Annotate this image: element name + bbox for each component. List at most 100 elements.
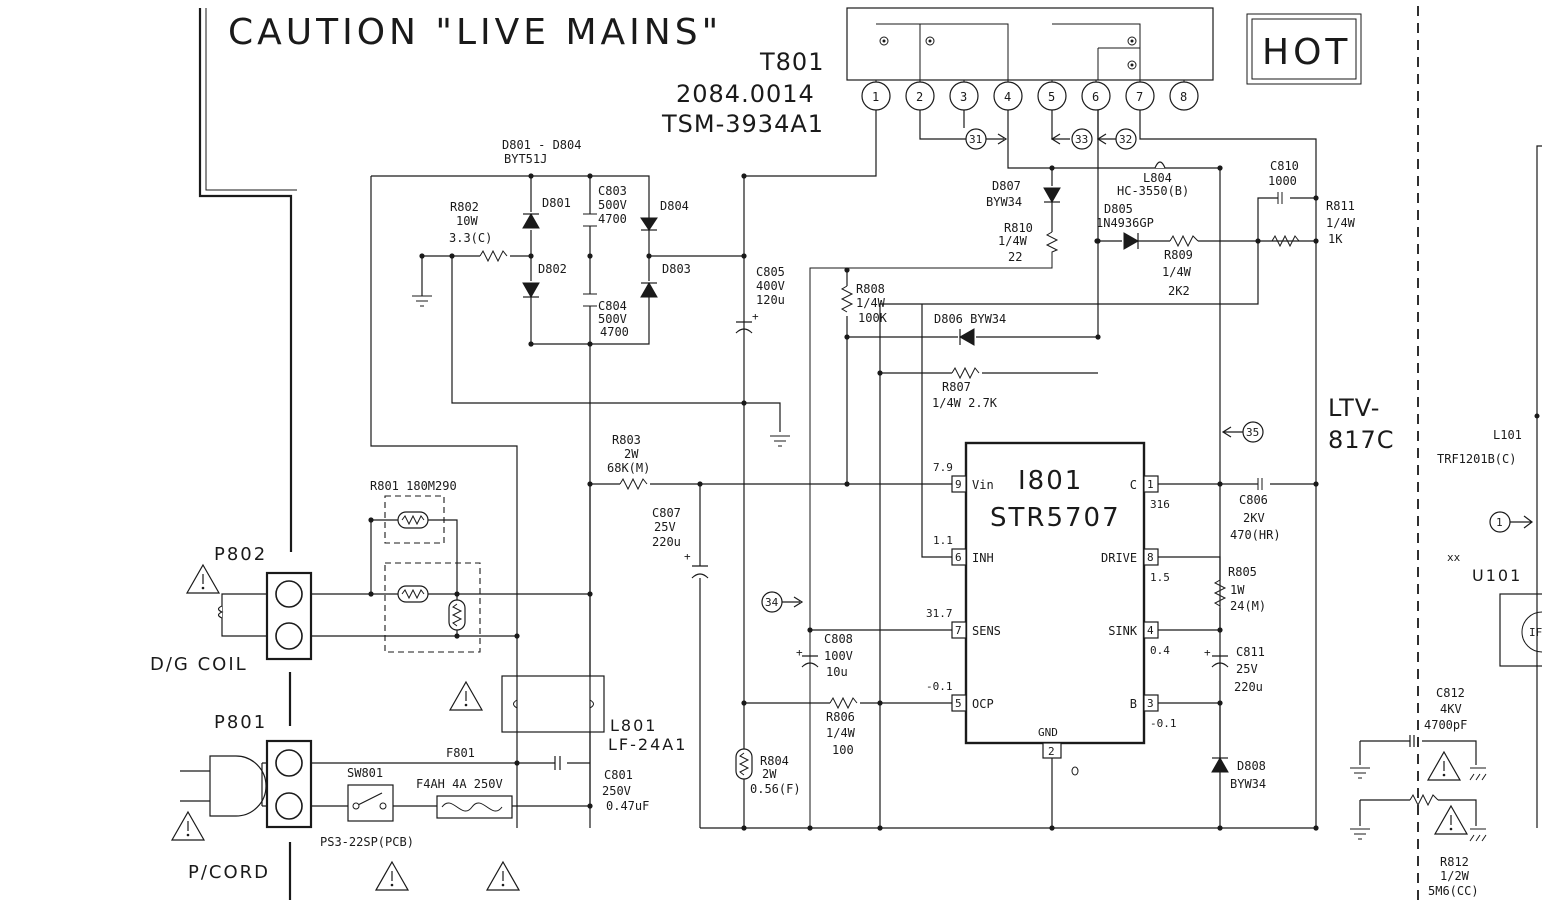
svg-text:BYW34: BYW34 (986, 195, 1022, 209)
p802-label: P802 (214, 544, 267, 565)
svg-text:35: 35 (1246, 426, 1259, 439)
svg-text:C808: C808 (824, 632, 853, 646)
chassis-line-inner (205, 8, 297, 191)
svg-text:SW801: SW801 (347, 766, 383, 780)
svg-text:10W: 10W (456, 214, 478, 228)
svg-text:5M6(CC): 5M6(CC) (1428, 884, 1479, 898)
svg-text:1/4W: 1/4W (998, 234, 1028, 248)
svg-text:R806: R806 (826, 710, 855, 724)
svg-text:316: 316 (1150, 498, 1170, 511)
svg-text:1/4W 2.7K: 1/4W 2.7K (932, 396, 998, 410)
svg-text:D805: D805 (1104, 202, 1133, 216)
svg-text:31.7: 31.7 (926, 607, 953, 620)
svg-text:xx: xx (1447, 551, 1461, 564)
t801-part: 2084.0014 (676, 80, 815, 108)
svg-text:LF-24A1: LF-24A1 (608, 735, 687, 754)
connector-p801 (265, 739, 313, 829)
svg-text:2K2: 2K2 (1168, 284, 1190, 298)
ic-pin-5 (951, 694, 967, 712)
diode-d806 (958, 328, 975, 346)
dg-coil-label: D/G COIL (150, 654, 248, 675)
svg-text:7.9: 7.9 (933, 461, 953, 474)
svg-text:C806: C806 (1239, 493, 1268, 507)
svg-text:-0.1: -0.1 (926, 680, 953, 693)
t801-model: TSM-3934A1 (661, 110, 824, 138)
svg-text:R812: R812 (1440, 855, 1469, 869)
svg-text:1.1: 1.1 (933, 534, 953, 547)
svg-text:10u: 10u (826, 665, 848, 679)
warning-triangle-icon (448, 680, 484, 711)
svg-text:F801: F801 (446, 746, 475, 760)
inductor-l801 (501, 675, 605, 733)
svg-text:4: 4 (1147, 624, 1154, 637)
svg-text:D802: D802 (538, 262, 567, 276)
svg-text:GND: GND (1038, 726, 1058, 739)
warning-triangle-icon (1433, 804, 1469, 835)
warning-triangle-icon (485, 860, 521, 891)
ic-pin-9 (951, 475, 967, 493)
warning-triangle-icon (185, 563, 221, 594)
svg-text:U101: U101 (1472, 566, 1522, 585)
svg-text:3: 3 (1147, 697, 1154, 710)
svg-text:1/4W: 1/4W (826, 726, 856, 740)
svg-text:D801: D801 (542, 196, 571, 210)
svg-text:C810: C810 (1270, 159, 1299, 173)
svg-text:R801 180M290: R801 180M290 (370, 479, 457, 493)
svg-text:1K: 1K (1328, 232, 1343, 246)
svg-text:1W: 1W (1230, 583, 1245, 597)
svg-text:C805: C805 (756, 265, 785, 279)
svg-text:SINK: SINK (1108, 624, 1138, 638)
svg-text:220u: 220u (652, 535, 681, 549)
svg-text:Vin: Vin (972, 478, 994, 492)
svg-text:500V: 500V (598, 198, 627, 212)
svg-text:+: + (684, 550, 691, 563)
svg-text:TRF1201B(C): TRF1201B(C) (1437, 452, 1516, 466)
svg-text:OCP: OCP (972, 697, 994, 711)
svg-text:D807: D807 (992, 179, 1021, 193)
svg-text:R802: R802 (450, 200, 479, 214)
warning-triangle-icon (170, 810, 206, 841)
hot-label: HOT (1262, 32, 1351, 73)
svg-text:400V: 400V (756, 279, 785, 293)
svg-text:D804: D804 (660, 199, 689, 213)
svg-text:100K: 100K (858, 311, 888, 325)
svg-text:250V: 250V (602, 784, 631, 798)
diode-d803 (640, 281, 658, 298)
svg-text:7: 7 (955, 624, 962, 637)
svg-text:4700: 4700 (600, 325, 629, 339)
svg-text:3.3(C): 3.3(C) (449, 231, 492, 245)
svg-text:R811: R811 (1326, 199, 1355, 213)
diode-d807 (1043, 187, 1061, 204)
caution-label: CAUTION "LIVE MAINS" (228, 12, 722, 53)
svg-text:100V: 100V (824, 649, 853, 663)
svg-text:220u: 220u (1234, 680, 1263, 694)
svg-text:L101: L101 (1493, 428, 1522, 442)
svg-text:5: 5 (955, 697, 962, 710)
svg-text:INH: INH (972, 551, 994, 565)
svg-text:R803: R803 (612, 433, 641, 447)
svg-text:0.4: 0.4 (1150, 644, 1170, 657)
svg-text:8: 8 (1147, 551, 1154, 564)
ic-pin-8 (1143, 548, 1159, 566)
svg-text:9: 9 (955, 478, 962, 491)
svg-text:100: 100 (832, 743, 854, 757)
svg-text:F4AH 4A 250V: F4AH 4A 250V (416, 777, 503, 791)
p801-label: P801 (214, 712, 267, 733)
t801-pin-label: 5 (1048, 90, 1055, 104)
svg-text:D806 BYW34: D806 BYW34 (934, 312, 1006, 326)
svg-text:R808: R808 (856, 282, 885, 296)
svg-text:IF: IF (1529, 626, 1542, 639)
svg-text:STR5707: STR5707 (990, 503, 1121, 533)
svg-text:PS3-22SP(PCB): PS3-22SP(PCB) (320, 835, 414, 849)
svg-text:C804: C804 (598, 299, 627, 313)
svg-text:C807: C807 (652, 506, 681, 520)
svg-text:L801: L801 (610, 716, 657, 735)
ic-pin-6 (951, 548, 967, 566)
svg-text:34: 34 (765, 596, 779, 609)
svg-text:4700: 4700 (598, 212, 627, 226)
t801-pin-label: 4 (1004, 90, 1011, 104)
svg-text:C: C (1130, 478, 1137, 492)
diode-d802 (522, 282, 540, 299)
